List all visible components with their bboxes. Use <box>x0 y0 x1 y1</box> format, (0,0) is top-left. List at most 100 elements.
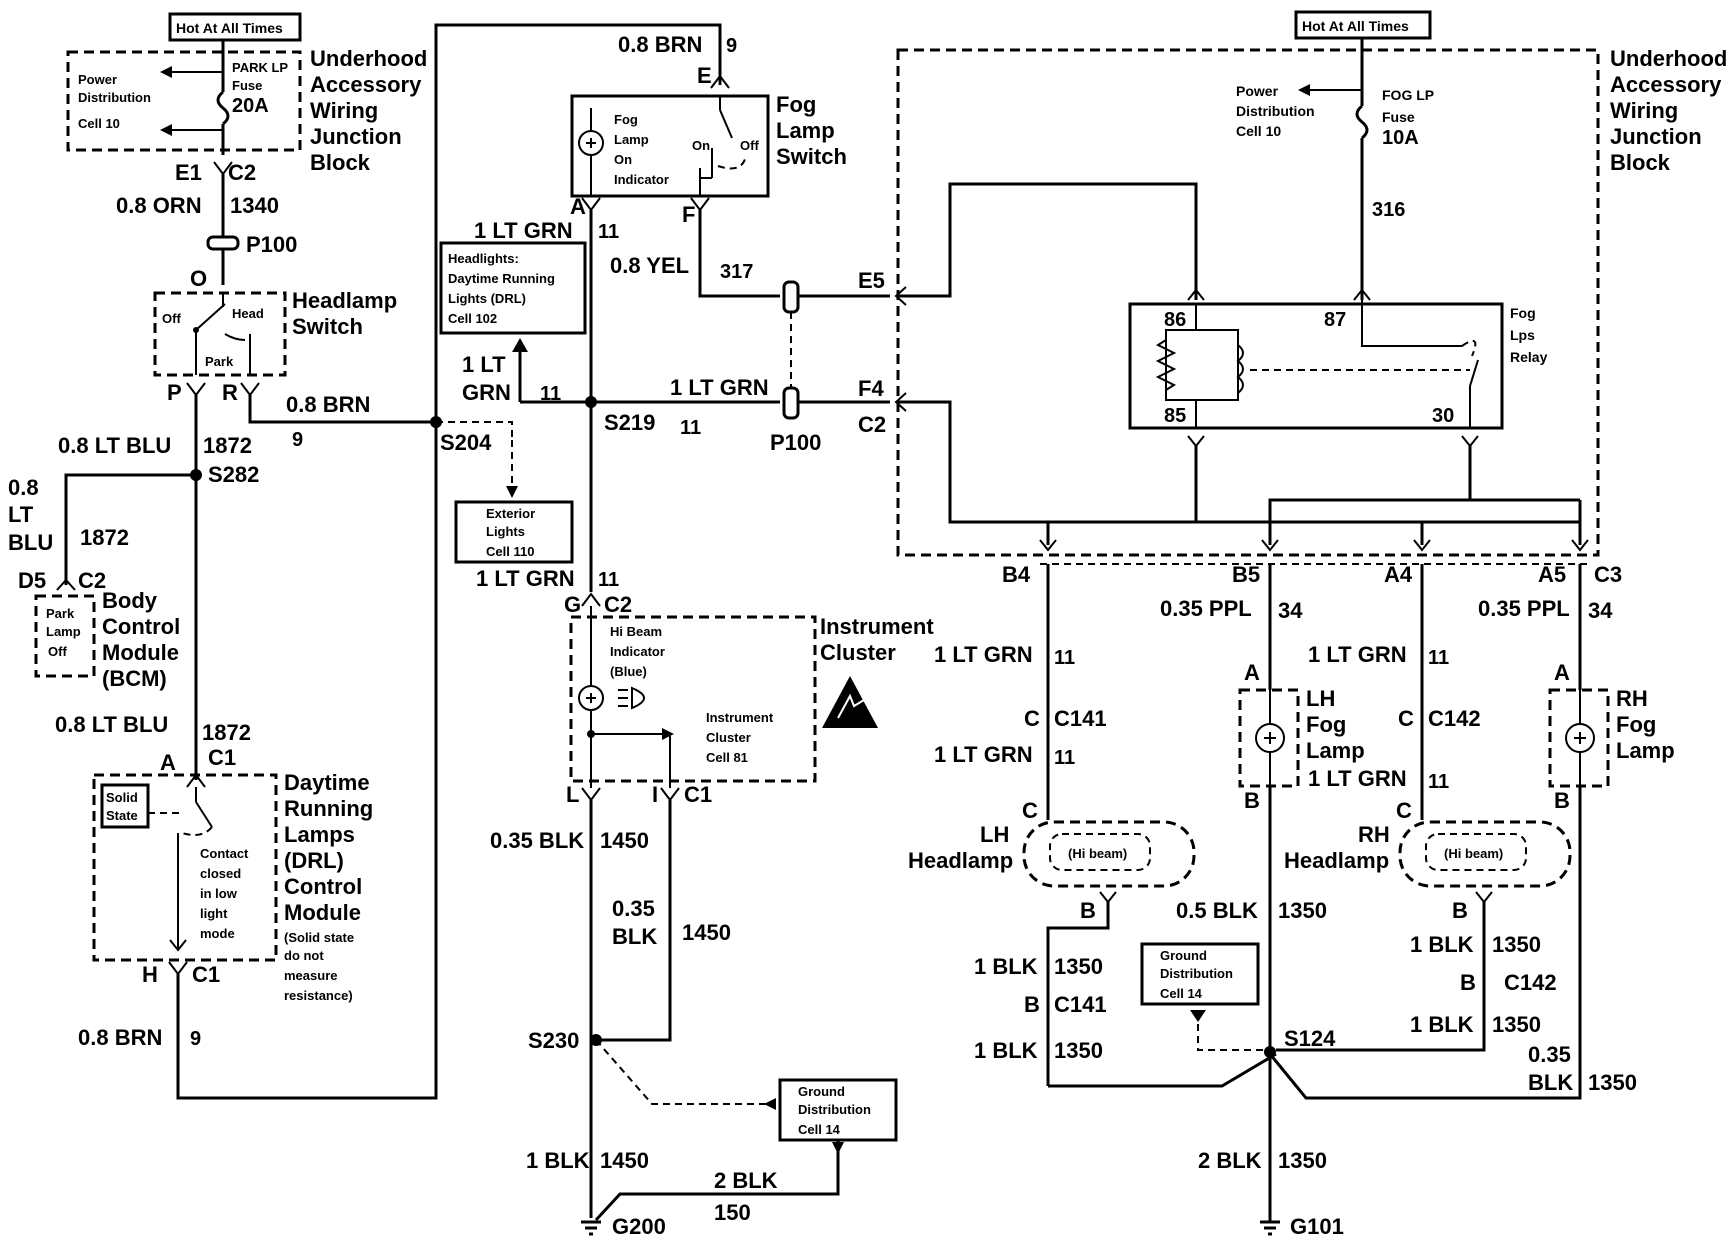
svg-text:Indicator: Indicator <box>610 644 665 659</box>
rh-fog-lamp: RH Fog Lamp <box>1548 686 1675 788</box>
svg-text:Lps: Lps <box>1510 327 1535 343</box>
svg-text:Cluster: Cluster <box>820 640 896 665</box>
svg-text:Cell 81: Cell 81 <box>706 750 748 765</box>
svg-text:Lamp: Lamp <box>46 624 81 639</box>
svg-text:Module: Module <box>102 640 179 665</box>
wire-0.35-ppl-rh: 0.35 PPL <box>1478 596 1570 621</box>
pin-b-lh: B <box>1080 898 1096 923</box>
svg-text:Fog: Fog <box>776 92 816 117</box>
pin-c1-drl-bottom: C1 <box>192 962 220 987</box>
fog-lp-fuse-icon <box>1298 38 1369 300</box>
wire-0.8-brn-top: 0.8 BRN <box>618 32 702 57</box>
circuit-11-cluster: 11 <box>598 569 619 591</box>
circuit-9-r: 9 <box>292 429 303 451</box>
pin-r: R <box>222 380 238 405</box>
svg-text:Instrument: Instrument <box>820 614 934 639</box>
wire-1-lt-grn-lh-b: 1 LT GRN <box>934 742 1033 767</box>
svg-text:20A: 20A <box>232 95 269 117</box>
circuit-1350-rh-fog: 1350 <box>1588 1070 1637 1095</box>
svg-text:Lamps: Lamps <box>284 822 355 847</box>
ref-ground-distribution-mid: Ground Distribution Cell 14 <box>778 1078 898 1142</box>
wire-0.8-orn: 0.8 ORN <box>116 193 202 218</box>
circuit-11-top: 11 <box>598 221 619 243</box>
svg-text:Contact: Contact <box>200 846 249 861</box>
svg-text:Hot At All Times: Hot At All Times <box>1302 18 1409 34</box>
wire-1-lt-grn-rh-a: 1 LT GRN <box>1308 642 1407 667</box>
rh-fog-lamp-label: Lamp <box>1616 738 1675 763</box>
wire-1-lt-grn-rh-b: 1 LT GRN <box>1308 766 1407 791</box>
pin-c2-uajb: C2 <box>228 160 256 185</box>
pin-c-c141: C <box>1024 706 1040 731</box>
svg-text:Cell 102: Cell 102 <box>448 311 497 326</box>
svg-text:Ground: Ground <box>798 1084 845 1099</box>
pin-c-c142: C <box>1398 706 1414 731</box>
svg-text:Power: Power <box>78 72 117 87</box>
lh-fog-lamp-label: Lamp <box>1306 738 1365 763</box>
svg-text:Hot At All Times: Hot At All Times <box>176 20 283 36</box>
splice-s282: S282 <box>208 462 259 487</box>
svg-text:On: On <box>614 152 632 167</box>
svg-text:Underhood: Underhood <box>310 46 427 71</box>
svg-text:87: 87 <box>1324 309 1346 331</box>
ground-g101: G101 <box>1290 1214 1344 1239</box>
svg-text:Fuse: Fuse <box>1382 109 1415 125</box>
svg-text:Switch: Switch <box>292 314 363 339</box>
wire-2-blk-g101: 2 BLK <box>1198 1148 1262 1173</box>
wire-0.8-a: 0.8 <box>8 475 39 500</box>
wire-1-lt-grn-top: 1 LT GRN <box>474 218 573 243</box>
svg-text:Off: Off <box>48 644 67 659</box>
pin-a4: A4 <box>1384 562 1413 587</box>
svg-text:do not: do not <box>284 948 324 963</box>
circuit-1350-lh-a: 1350 <box>1054 954 1103 979</box>
svg-text:Ground: Ground <box>1160 948 1207 963</box>
svg-text:Fog: Fog <box>1306 712 1346 737</box>
wire-blk-c: BLK <box>1528 1070 1573 1095</box>
connector-c141-b: C141 <box>1054 992 1107 1017</box>
hot-at-all-times-tag-left: Hot At All Times <box>168 12 302 42</box>
svg-text:Junction: Junction <box>1610 124 1702 149</box>
svg-text:closed: closed <box>200 866 241 881</box>
svg-text:Lamp: Lamp <box>776 118 835 143</box>
wire-blu-c: BLU <box>8 530 53 555</box>
pin-a5: A5 <box>1538 562 1566 587</box>
svg-text:Headlights:: Headlights: <box>448 251 519 266</box>
svg-text:light: light <box>200 906 228 921</box>
circuit-9-drl: 9 <box>190 1028 201 1050</box>
circuit-1450-b: 1450 <box>682 920 731 945</box>
instrument-cluster: Hi Beam Indicator (Blue) Instrument Clus… <box>569 606 934 788</box>
svg-text:Indicator: Indicator <box>614 172 669 187</box>
wire-1-lt-a: 1 LT <box>462 352 506 377</box>
svg-text:(Hi beam): (Hi beam) <box>1068 846 1127 861</box>
pin-a-rh-fog: A <box>1554 660 1570 685</box>
splice-s124-dot <box>1264 1046 1276 1058</box>
wire-0.35-blk-a: 0.35 BLK <box>490 828 584 853</box>
svg-text:Off: Off <box>740 138 759 153</box>
svg-text:FOG LP: FOG LP <box>1382 87 1434 103</box>
svg-text:Headlamp: Headlamp <box>1284 848 1389 873</box>
body-control-module: Park Lamp Off Body Control Module (BCM) <box>34 588 180 691</box>
ref-ground-distribution-right: Ground Distribution Cell 14 <box>1140 942 1260 1006</box>
wire-0.35-ppl-lh: 0.35 PPL <box>1160 596 1252 621</box>
svg-text:Distribution: Distribution <box>798 1102 871 1117</box>
splice-s204: S204 <box>440 430 492 455</box>
pin-c-lh: C <box>1022 798 1038 823</box>
svg-text:Lights: Lights <box>486 524 525 539</box>
svg-text:Off: Off <box>162 311 181 326</box>
pin-b-c142: B <box>1460 970 1476 995</box>
svg-text:Fog: Fog <box>1616 712 1656 737</box>
svg-text:(BCM): (BCM) <box>102 666 167 691</box>
svg-text:Park: Park <box>46 606 75 621</box>
svg-text:(Blue): (Blue) <box>610 664 647 679</box>
hi-beam-symbol-icon <box>618 686 645 710</box>
pin-h: H <box>142 962 158 987</box>
p100-connector-pair <box>782 280 800 420</box>
svg-text:Park: Park <box>205 354 234 369</box>
pin-b-rh-fog: B <box>1554 788 1570 813</box>
circuit-1350-rh-a: 1350 <box>1492 932 1541 957</box>
wire-lt-b: LT <box>8 502 34 527</box>
pin-e5: E5 <box>858 268 885 293</box>
pin-b5: B5 <box>1232 562 1260 587</box>
circuit-1350-g101: 1350 <box>1278 1148 1327 1173</box>
pin-a-lh-fog: A <box>1244 660 1260 685</box>
svg-text:Daytime Running: Daytime Running <box>448 271 555 286</box>
